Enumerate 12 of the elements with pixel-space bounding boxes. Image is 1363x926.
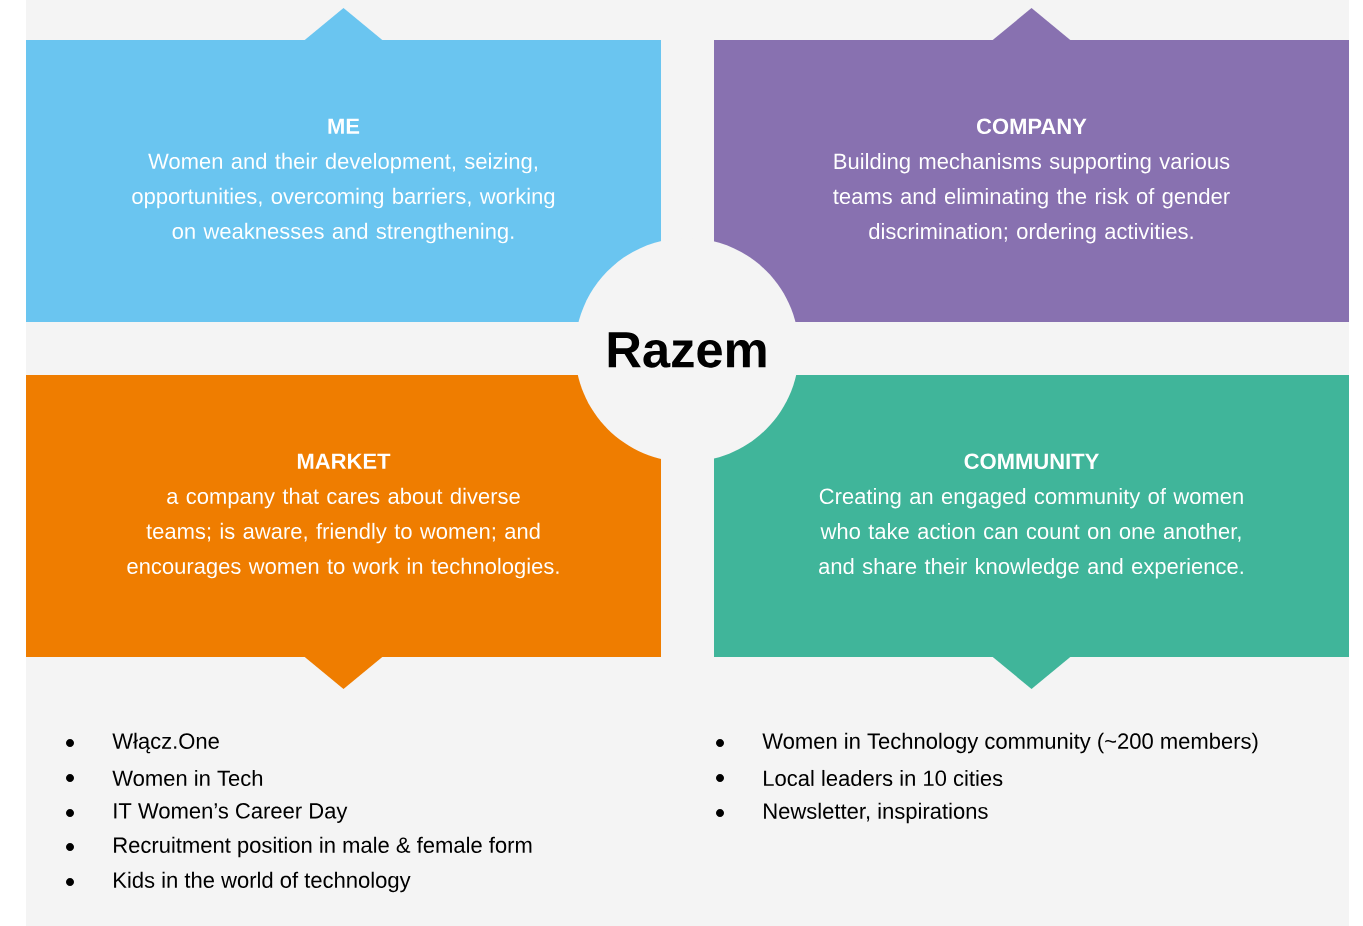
list-item: Newsletter, inspirations xyxy=(716,802,988,824)
list-item: Kids in the world of technology xyxy=(66,871,411,893)
list-item: Local leaders in 10 cities xyxy=(716,769,1003,787)
quadrant-box: MARKET a company that cares about diverse teams; is aware, friendly to women; and encourages women to work in technologies. xyxy=(26,375,661,689)
list-item: Women in Technology community (~200 members) xyxy=(716,732,1258,754)
list-item: Włącz.One xyxy=(66,732,219,754)
quadrant-box: COMPANY Building mechanisms supporting various teams and eliminating the risk of gender discrimination; ordering activities. xyxy=(714,8,1349,322)
list-item: IT Women’s Career Day xyxy=(66,803,348,823)
list-item: Recruitment position in male & female form xyxy=(66,836,532,858)
list-item: Women in Tech xyxy=(66,769,263,787)
quadrant-box: ME Women and their development, seizing, opportunities, overcoming barriers, working on weaknesses and strengthening. xyxy=(26,8,661,322)
quadrant-box: COMMUNITY Creating an engaged community of women who take action can count on one another, and share their knowledge and experience. xyxy=(714,375,1349,689)
